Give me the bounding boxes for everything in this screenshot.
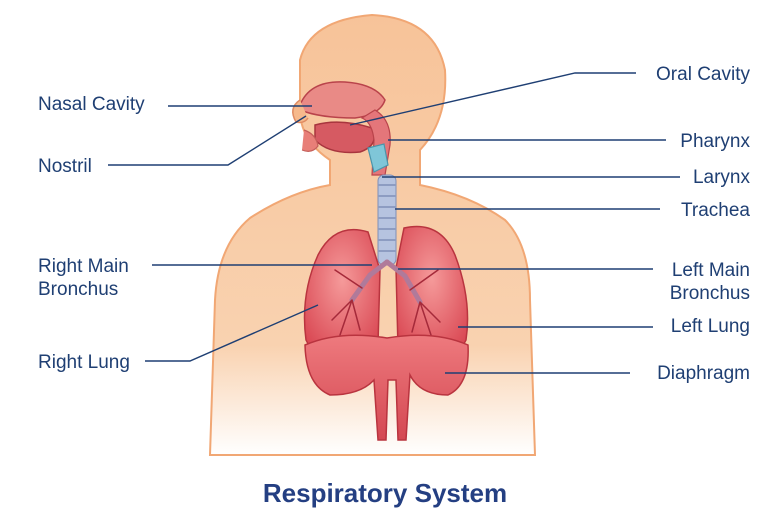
label-nasal-cavity: Nasal Cavity xyxy=(38,94,145,115)
leader-right-lung xyxy=(145,304,319,362)
label-larynx: Larynx xyxy=(692,167,750,188)
larynx xyxy=(367,143,389,173)
label-left-lung: Left Lung xyxy=(670,316,750,337)
label-right-main-bronchus: Right Main Bronchus xyxy=(38,255,129,301)
oral-cavity xyxy=(314,121,375,154)
label-left-main-bronchus-line2: Bronchus xyxy=(669,283,750,304)
leader-lines xyxy=(108,72,680,374)
diaphragm xyxy=(304,334,469,441)
label-trachea: Trachea xyxy=(681,200,750,221)
trachea xyxy=(377,174,397,266)
diagram-title: Respiratory System xyxy=(262,478,508,508)
label-right-main-bronchus-line1: Right Main xyxy=(38,256,129,277)
lips xyxy=(301,129,319,152)
label-left-main-bronchus-line1: Left Main xyxy=(671,260,750,281)
label-pharynx: Pharynx xyxy=(680,131,750,152)
nasal-cavity xyxy=(299,81,386,119)
body-silhouette xyxy=(208,13,537,456)
bronchi xyxy=(349,259,423,305)
label-right-lung: Right Lung xyxy=(38,352,130,373)
label-diaphragm: Diaphragm xyxy=(657,363,750,384)
label-right-main-bronchus-line2: Bronchus xyxy=(38,279,119,300)
label-nostril: Nostril xyxy=(38,156,92,177)
label-oral-cavity: Oral Cavity xyxy=(656,64,750,85)
label-left-main-bronchus: Left Main Bronchus xyxy=(670,259,750,305)
leader-oral-cavity xyxy=(349,72,636,126)
leader-nostril xyxy=(108,115,307,166)
bronchial-tree xyxy=(331,269,441,339)
